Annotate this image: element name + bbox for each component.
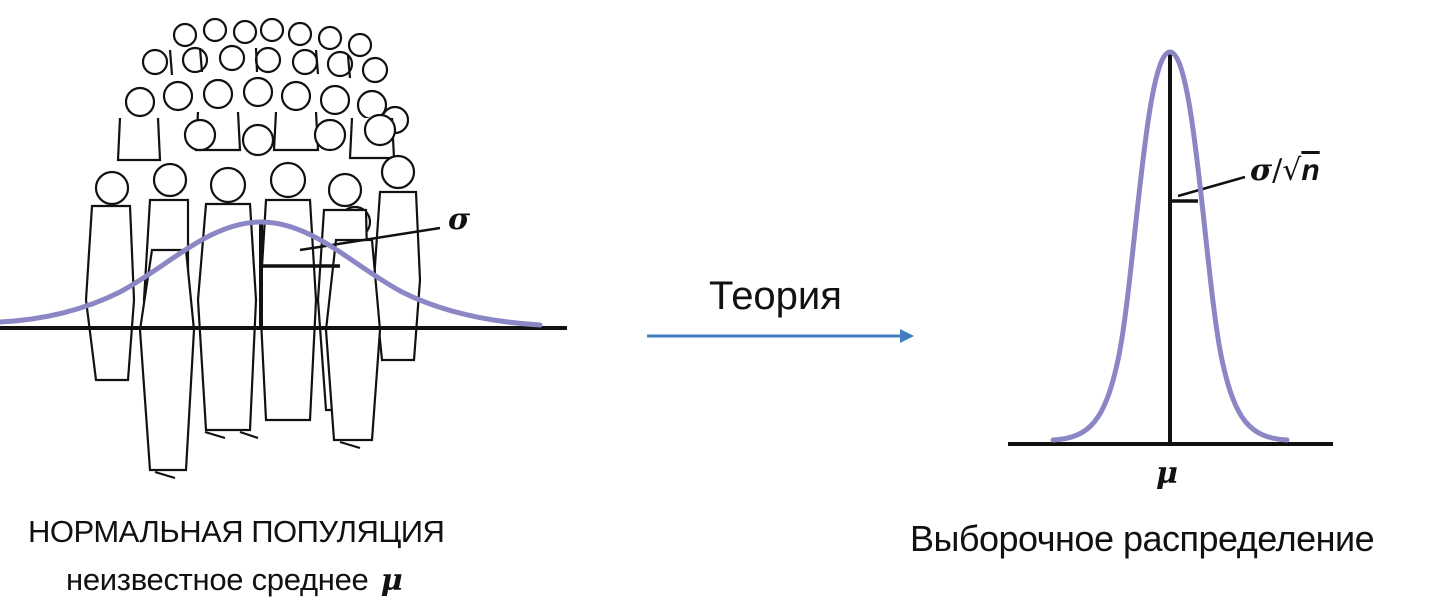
population-subtitle-text: неизвестное среднее	[66, 562, 369, 597]
crowd-back-row	[141, 17, 389, 84]
standard-error-label: σ/√n	[1250, 153, 1320, 188]
se-sqrt-symbol: √	[1282, 153, 1302, 188]
population-title: НОРМАЛЬНАЯ ПОПУЛЯЦИЯ	[28, 514, 445, 549]
population-sigma-pointer	[299, 226, 441, 252]
sampling-mean-label: μ	[1156, 456, 1178, 491]
se-slash: /	[1272, 153, 1283, 188]
theory-arrow	[647, 329, 914, 343]
crowd-front-row	[84, 113, 422, 480]
sampling-normal-curve	[1050, 49, 1290, 443]
population-curve-group	[0, 219, 567, 330]
se-n: n	[1301, 154, 1320, 187]
theory-arrow-label: Теория	[709, 274, 842, 318]
sampling-se-pointer	[1177, 175, 1246, 198]
crowd-illustration	[84, 17, 422, 480]
population-normal-curve	[0, 219, 543, 328]
population-mean-symbol: μ	[380, 563, 403, 598]
sampling-curve-group	[1008, 49, 1333, 446]
se-sigma: σ	[1250, 153, 1273, 188]
sampling-title: Выборочное распределение	[910, 518, 1375, 559]
population-sigma-label: σ	[448, 202, 471, 237]
crowd-middle-row	[116, 76, 410, 162]
population-subtitle: неизвестное среднее μ	[66, 562, 403, 598]
